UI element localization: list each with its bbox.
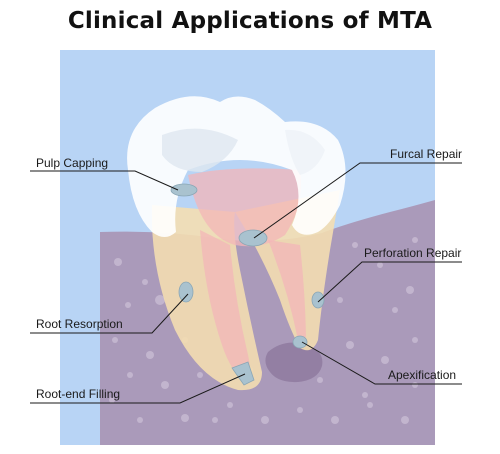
crown-inner-shadow (162, 128, 238, 172)
pulp-capping-leader (30, 170, 179, 191)
label-root-resorption: Root Resorption (36, 317, 123, 331)
apex-lesion (265, 342, 323, 383)
tissue-speckles (109, 237, 418, 424)
root-resorption-leader (30, 293, 189, 334)
furcal-repair-leader (253, 162, 462, 239)
label-perforation-repair: Perforation Repair (364, 246, 462, 260)
root-resorption-mta (178, 281, 194, 303)
label-pulp-capping: Pulp Capping (36, 156, 109, 170)
perforation-repair-mta (311, 291, 325, 309)
label-apexification: Apexification (388, 368, 457, 382)
root-end-filling-leader (30, 373, 246, 404)
right-canal (268, 240, 306, 342)
apexification-mta (292, 335, 308, 349)
label-furcal-repair: Furcal Repair (390, 147, 463, 161)
perforation-repair-leader (317, 261, 462, 303)
crown-highlight (285, 129, 325, 175)
root-end-filling-mta (231, 361, 255, 386)
label-root-end-filling: Root-end Filling (36, 387, 121, 401)
furcal-repair-mta (238, 229, 268, 247)
pulp-capping-mta (170, 183, 198, 197)
pulp-chamber (188, 168, 301, 247)
apexification-leader (301, 341, 462, 385)
left-canal (200, 230, 250, 383)
diagram-title: Clinical Applications of MTA (67, 8, 433, 34)
